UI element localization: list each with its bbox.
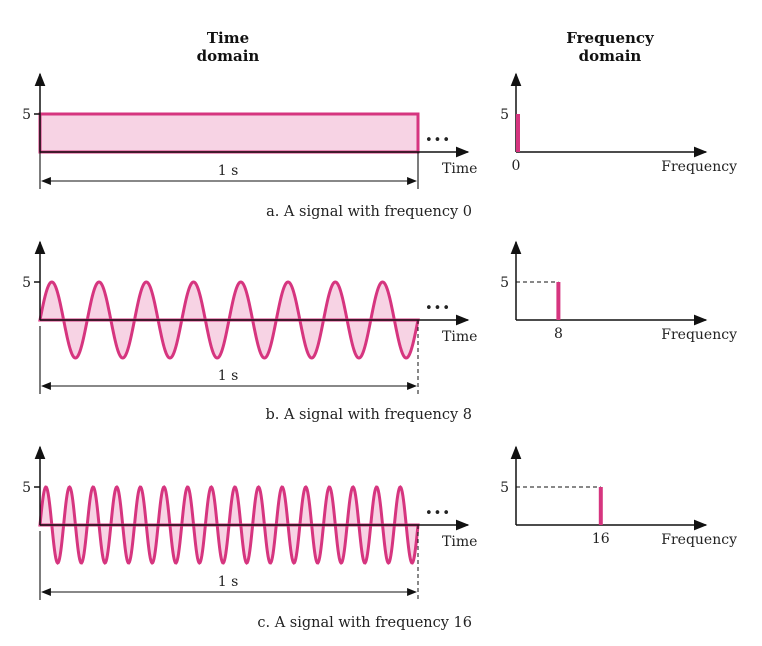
- frequency-domain-plot: 5 8 Frequency: [500, 240, 737, 343]
- time-axis-label: Time: [442, 161, 477, 177]
- time-amplitude-label: 5: [22, 480, 31, 496]
- duration-label: 1 s: [218, 163, 239, 179]
- frequency-value-label: 0: [512, 158, 521, 174]
- time-domain-plot: 5 ••• Time 1 s: [22, 445, 477, 600]
- continuation-dots: •••: [425, 506, 451, 521]
- time-domain-plot: 5 ••• Time 1 s: [22, 72, 477, 189]
- time-header-line-2: domain: [197, 47, 260, 65]
- duration-label: 1 s: [218, 574, 239, 590]
- signal-row-b: 5 ••• Time 1 s 5 8 Frequency b. A signal with f…: [22, 240, 737, 423]
- frequency-domain-header: Frequency domain: [566, 29, 655, 65]
- time-waveform: [38, 112, 420, 154]
- frequency-value-label: 8: [554, 326, 563, 342]
- frequency-domain-plot: 5 0 Frequency: [500, 72, 737, 175]
- time-header-line-1: Time: [207, 29, 249, 47]
- time-amplitude-label: 5: [22, 107, 31, 123]
- time-domain-header: Time domain: [197, 29, 260, 65]
- frequency-amplitude-label: 5: [500, 107, 509, 123]
- caption: b. A signal with frequency 8: [265, 407, 472, 423]
- frequency-axis-label: Frequency: [661, 532, 737, 548]
- signal-row-c: 5 ••• Time 1 s 5 16 Frequency c. A signal with …: [22, 445, 737, 631]
- frequency-header-line-2: domain: [579, 47, 642, 65]
- time-amplitude-label: 5: [22, 275, 31, 291]
- frequency-axis-label: Frequency: [661, 159, 737, 175]
- continuation-dots: •••: [425, 133, 451, 148]
- frequency-domain-plot: 5 16 Frequency: [500, 445, 737, 548]
- caption: c. A signal with frequency 16: [257, 615, 472, 631]
- time-domain-plot: 5 ••• Time 1 s: [22, 240, 477, 394]
- frequency-axis-label: Frequency: [661, 327, 737, 343]
- caption: a. A signal with frequency 0: [266, 204, 472, 220]
- time-axis-label: Time: [442, 329, 477, 345]
- frequency-header-line-1: Frequency: [566, 29, 655, 47]
- frequency-amplitude-label: 5: [500, 275, 509, 291]
- frequency-value-label: 16: [592, 531, 610, 547]
- duration-label: 1 s: [218, 368, 239, 384]
- time-axis-label: Time: [442, 534, 477, 550]
- continuation-dots: •••: [425, 301, 451, 316]
- signal-row-a: 5 ••• Time 1 s 5 0 Frequency a. A signal with f…: [22, 72, 737, 220]
- frequency-amplitude-label: 5: [500, 480, 509, 496]
